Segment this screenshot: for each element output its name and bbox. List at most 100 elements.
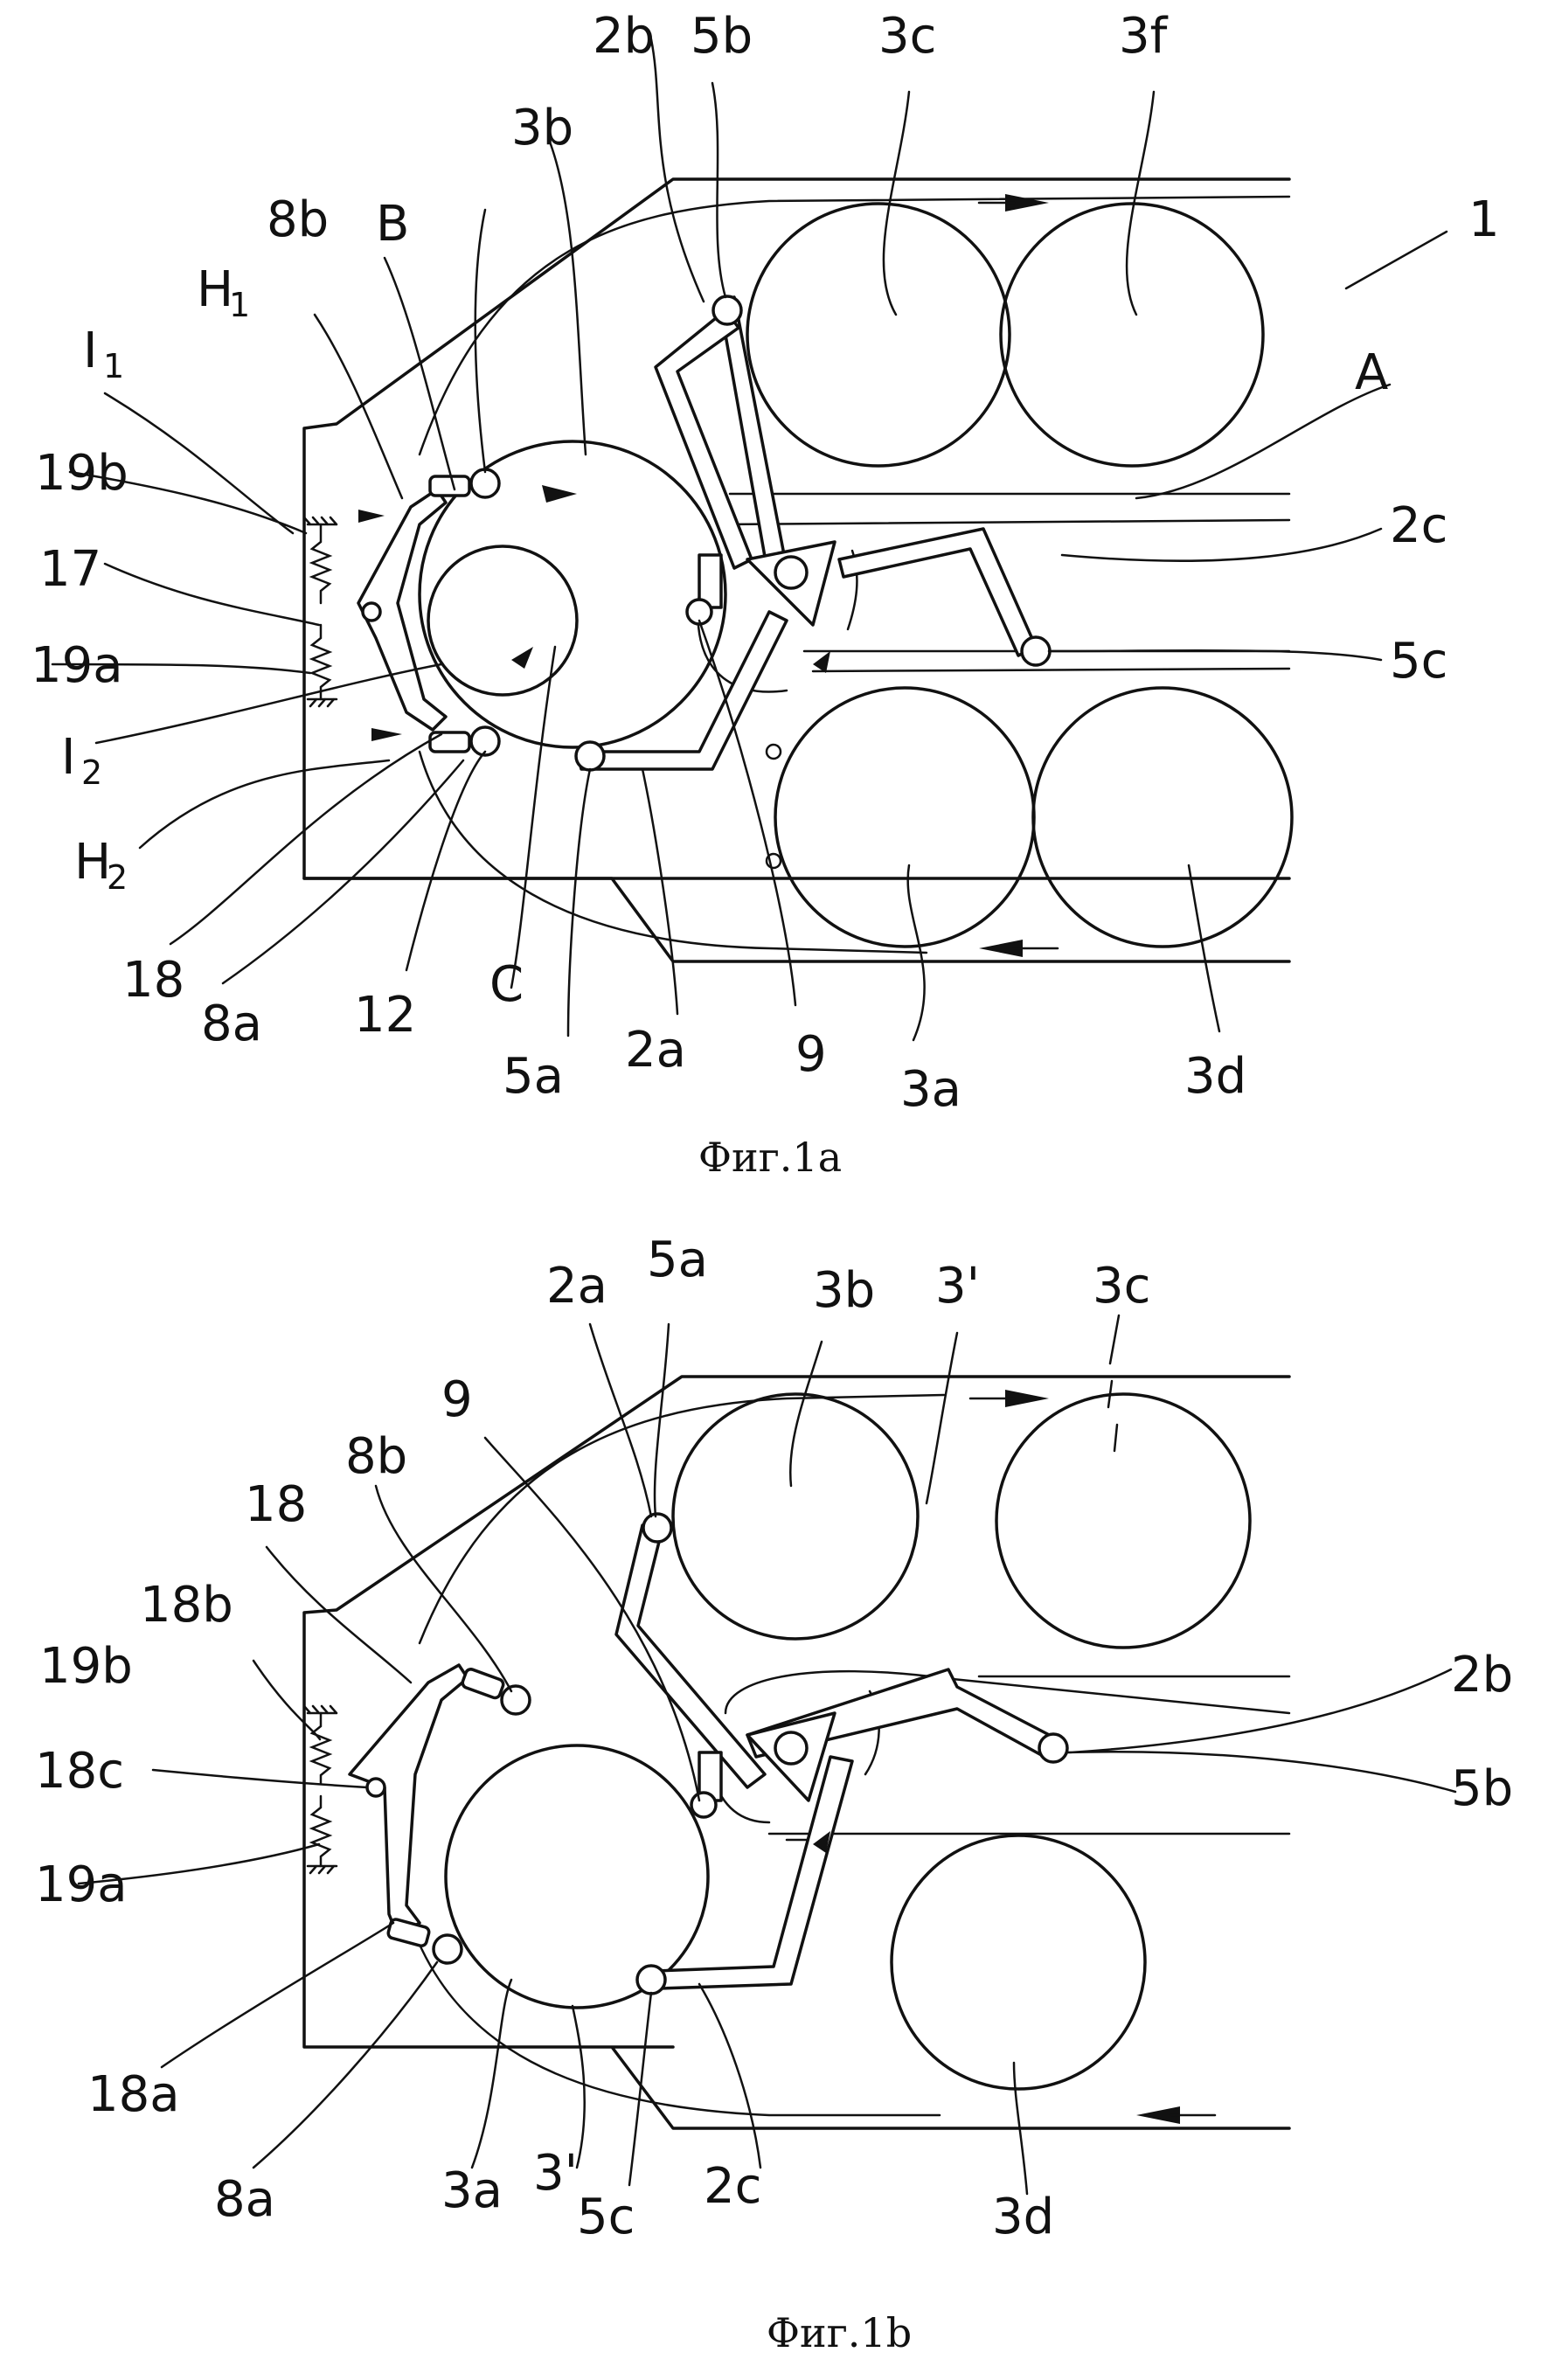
clamp-pivot-18c xyxy=(367,1779,385,1796)
label-5c: 5c xyxy=(1390,633,1447,690)
channel-lower2 xyxy=(813,669,1289,671)
spring-19b xyxy=(312,524,330,603)
guide-curve-lower xyxy=(420,752,927,953)
label-18b: 18b xyxy=(140,1577,233,1634)
ground-19b xyxy=(304,517,337,524)
roll-3f xyxy=(1001,204,1263,466)
label-3d: 3d xyxy=(992,2189,1054,2245)
clamp-pivot-17 xyxy=(363,603,380,621)
label-3c: 3c xyxy=(878,8,936,65)
label-3a: 3a xyxy=(441,2162,503,2219)
label-3prime-2: 3' xyxy=(533,2145,578,2202)
ground-19b xyxy=(304,1706,337,1713)
label-1: 1 xyxy=(1468,191,1500,248)
label-H1: H xyxy=(197,261,233,318)
clamp-18[interactable] xyxy=(350,1665,468,1936)
small-hole-1 xyxy=(767,745,781,759)
label-2c: 2c xyxy=(1390,497,1447,554)
knob-8a[interactable] xyxy=(434,1935,462,1963)
knob-5b[interactable] xyxy=(1039,1734,1067,1762)
label-3c: 3c xyxy=(1093,1258,1150,1315)
label-2b: 2b xyxy=(593,8,655,65)
knob-5a[interactable] xyxy=(643,1514,671,1542)
ground-19a xyxy=(308,1866,337,1873)
spring-19a xyxy=(312,1796,330,1866)
figure-1a: 1 2b 5b 3c 3f 3b 8b B H 1 I 1 19b 17 19a… xyxy=(31,8,1500,1181)
guide-curve-upper xyxy=(420,1395,944,1643)
label-18a: 18a xyxy=(87,2066,180,2123)
figure-caption: Фиг.1а xyxy=(698,1134,842,1181)
label-17: 17 xyxy=(39,541,101,598)
swing-arrow-A xyxy=(813,651,830,673)
label-2a: 2a xyxy=(546,1258,607,1315)
force-arrow-H2 xyxy=(371,728,402,741)
label-2c: 2c xyxy=(704,2158,761,2215)
label-9: 9 xyxy=(795,1026,827,1083)
jaw-8b xyxy=(462,1668,505,1699)
pivot-9-center xyxy=(775,557,807,588)
label-3a: 3a xyxy=(900,1061,961,1118)
label-3b: 3b xyxy=(511,100,573,156)
knob-5b[interactable] xyxy=(713,296,741,324)
label-5a: 5a xyxy=(647,1232,708,1288)
ground-19a xyxy=(308,699,337,706)
guide-curve-upper xyxy=(420,197,1289,454)
label-8a: 8a xyxy=(201,996,262,1052)
label-18: 18 xyxy=(122,952,184,1009)
roll-3a xyxy=(446,1745,708,2008)
roll-core-C xyxy=(428,546,577,695)
label-I2-sub: 2 xyxy=(81,753,102,792)
label-18c: 18c xyxy=(35,1743,124,1800)
roll-3d xyxy=(1033,688,1292,947)
label-H2-sub: 2 xyxy=(107,858,128,897)
figure-1b: 2a 5a 3b 3' 3c 9 8b 18 18b 19b 18c 19a 1… xyxy=(35,1232,1513,2356)
label-I1-sub: 1 xyxy=(103,347,124,385)
guide-curve-lower xyxy=(411,1923,940,2115)
rot-arrow-C xyxy=(511,647,533,669)
label-H2: H xyxy=(74,834,111,891)
rot-arrow-B xyxy=(542,485,577,503)
knob-8b[interactable] xyxy=(471,469,499,497)
jaw-8b xyxy=(430,476,469,496)
roll-3a xyxy=(775,688,1034,947)
jaw-8a xyxy=(430,732,469,752)
label-19a: 19a xyxy=(35,1856,128,1913)
label-12: 12 xyxy=(354,987,416,1044)
spring-19b xyxy=(312,1713,330,1783)
roll-3d xyxy=(892,1835,1145,2089)
channel-upper2 xyxy=(725,1671,1289,1713)
figure-caption: Фиг.1b xyxy=(767,2309,912,2356)
label-8b: 8b xyxy=(345,1428,407,1485)
arm-2a[interactable] xyxy=(616,1521,765,1787)
label-8b: 8b xyxy=(267,191,329,248)
knob-8b[interactable] xyxy=(502,1686,530,1714)
roll-3c xyxy=(747,204,1010,466)
label-3b: 3b xyxy=(813,1262,875,1319)
label-2a: 2a xyxy=(625,1022,686,1079)
channel-upper2 xyxy=(717,520,1289,524)
knob-5a[interactable] xyxy=(576,742,604,770)
label-3d: 3d xyxy=(1184,1048,1246,1105)
label-19b: 19b xyxy=(39,1638,133,1695)
knob-9a[interactable] xyxy=(691,1793,716,1817)
label-8a: 8a xyxy=(214,2171,275,2228)
label-5c: 5c xyxy=(577,2189,635,2245)
label-C: C xyxy=(489,956,524,1013)
label-5b: 5b xyxy=(691,8,753,65)
knob-5c[interactable] xyxy=(1022,637,1050,665)
pivot-9-center xyxy=(775,1732,807,1764)
spring-19a xyxy=(312,625,330,699)
knob-5c[interactable] xyxy=(637,1966,665,1994)
label-B: B xyxy=(376,196,409,253)
roll-3c xyxy=(996,1394,1250,1648)
leaders xyxy=(52,39,1447,1040)
label-I2: I xyxy=(61,729,76,786)
label-H1-sub: 1 xyxy=(229,286,250,324)
arm-2c[interactable] xyxy=(839,529,1036,656)
label-3prime: 3' xyxy=(935,1258,980,1315)
label-5b: 5b xyxy=(1451,1760,1513,1817)
label-2b: 2b xyxy=(1451,1647,1513,1703)
label-9: 9 xyxy=(441,1371,473,1428)
arm-2c[interactable] xyxy=(656,1757,852,1988)
label-A: A xyxy=(1355,344,1388,401)
